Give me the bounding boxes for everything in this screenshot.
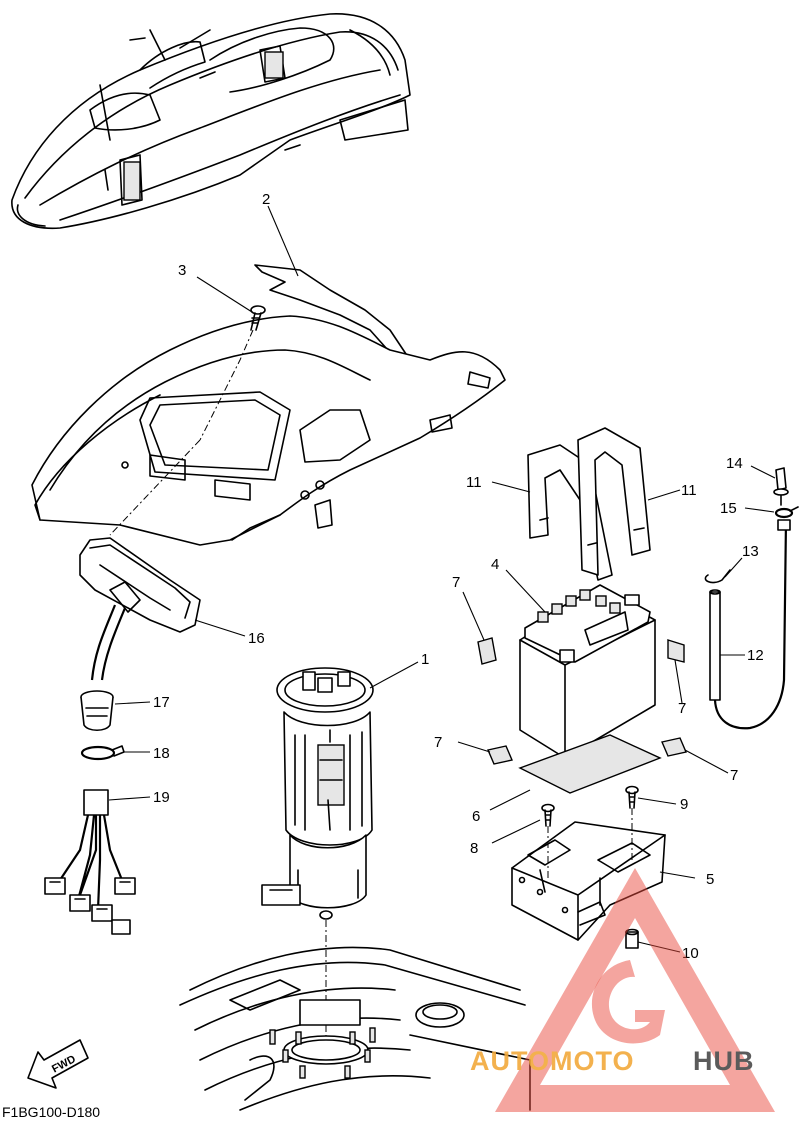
clip-part-13 [704, 569, 731, 584]
callout-5: 5 [706, 871, 714, 888]
pad-part-7-bottom-right [661, 737, 687, 757]
callout-labels: 1 2 3 4 5 6 7 7 7 7 8 9 10 11 11 12 13 1… [153, 191, 764, 962]
bolt-part-9 [625, 785, 639, 809]
callout-1: 1 [421, 651, 429, 668]
fitting-part-14 [773, 467, 789, 506]
fuel-pump-part-1 [261, 667, 374, 920]
watermark-logo-inner-icon [591, 960, 665, 1044]
watermark-logo-icon [495, 868, 775, 1112]
callout-10: 10 [682, 945, 699, 962]
pad-part-7-bottom-left [487, 745, 513, 765]
decal-part-2 [254, 264, 411, 361]
callout-16: 16 [248, 630, 265, 647]
callout-13: 13 [742, 543, 759, 560]
diagram-code: F1BG100-D180 [2, 1104, 100, 1120]
callout-8: 8 [470, 840, 478, 857]
watercraft-illustration [11, 13, 411, 230]
callout-7-right: 7 [678, 700, 686, 717]
leader-lines [108, 205, 776, 953]
pad-part-7-right [667, 639, 685, 663]
watermark: AUTOMOTO HUB [470, 868, 775, 1112]
battery-strap-part-11 [527, 427, 651, 581]
deck-panel-illustration [31, 315, 506, 546]
callout-2: 2 [262, 191, 270, 208]
callout-17: 17 [153, 694, 170, 711]
callout-11-left: 11 [466, 474, 482, 491]
battery-box-part-5 [511, 821, 666, 941]
plate-part-6 [518, 734, 662, 794]
battery-part-4 [519, 584, 656, 759]
callout-12: 12 [747, 647, 764, 664]
callout-7-bottom-right: 7 [730, 767, 738, 784]
callout-7-top-left: 7 [452, 574, 460, 591]
watermark-brand-part1: AUTOMOTO [470, 1046, 635, 1076]
pad-part-7-left [477, 637, 497, 665]
clamp-part-18 [80, 745, 125, 761]
callout-11-right: 11 [681, 482, 697, 499]
callout-19: 19 [153, 789, 170, 806]
screw-part-3 [250, 305, 266, 331]
breather-hose-part-12 [709, 519, 788, 730]
callout-4: 4 [491, 556, 499, 573]
callout-7-bottom-left: 7 [434, 734, 442, 751]
callout-3: 3 [178, 262, 186, 279]
clamp-part-15 [774, 506, 799, 531]
bolt-part-8 [541, 803, 555, 827]
assembly-line-cover [109, 439, 201, 536]
callout-14: 14 [726, 455, 743, 472]
wire-harness-part-19 [44, 789, 136, 935]
watermark-brand-part2: HUB [693, 1046, 755, 1076]
callout-9: 9 [680, 796, 688, 813]
assembly-line-screw [199, 329, 254, 441]
callout-15: 15 [720, 500, 737, 517]
damper-part-10 [625, 928, 639, 949]
fuel-tank-top-illustration [179, 946, 531, 1111]
callout-18: 18 [153, 745, 170, 762]
callout-6: 6 [472, 808, 480, 825]
fwd-arrow-icon: FWD [27, 1039, 89, 1089]
grommet-part-17 [80, 690, 114, 732]
pump-cover-part-16 [79, 537, 201, 681]
